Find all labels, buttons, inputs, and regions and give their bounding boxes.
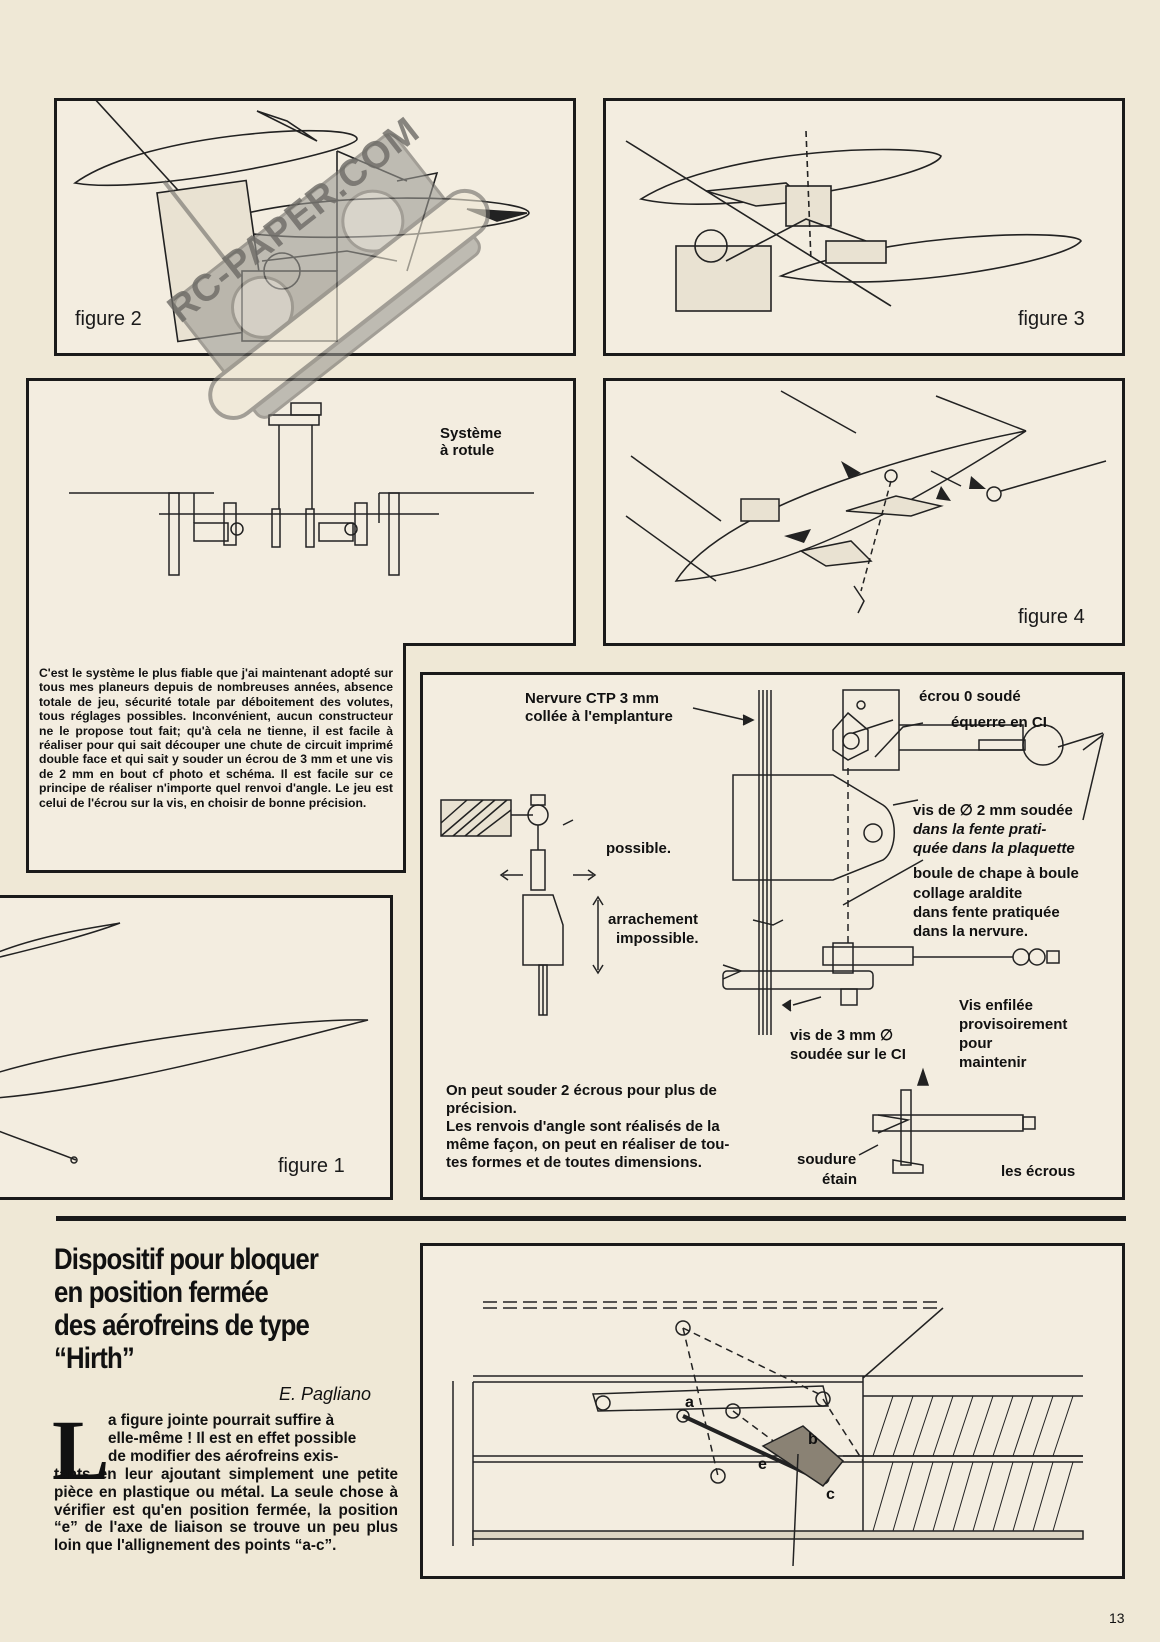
rotule-drawing — [69, 402, 534, 576]
label-vis2-2: dans la fente prati- — [913, 821, 1047, 838]
hirth-point-e: e — [758, 1456, 767, 1473]
rotule-paragraph: C'est le système le plus fiable que j'ai… — [39, 666, 393, 810]
label-collage-1: collage araldite — [913, 885, 1023, 902]
watermark-logo — [162, 133, 490, 420]
rotule-label-line1: Système — [440, 425, 502, 442]
label-enfilee-2: provisoirement — [959, 1016, 1068, 1033]
label-vis3-2: soudée sur le CI — [790, 1046, 906, 1063]
label-soudure-2: étain — [822, 1171, 858, 1188]
rotule-label-line2: à rotule — [440, 442, 495, 459]
detail-drawing — [440, 689, 1105, 1174]
hirth-point-c: c — [826, 1486, 835, 1503]
label-arrachement-2: impossible. — [616, 930, 699, 947]
label-nervure-1: Nervure CTP 3 mm — [525, 690, 659, 707]
article-author: E. Pagliano — [279, 1384, 372, 1404]
page-number: 13 — [1109, 1610, 1125, 1626]
article-dropcap: L — [52, 1402, 110, 1498]
hirth-point-a: a — [685, 1394, 694, 1411]
figure-1-panel: figure 1 — [0, 895, 393, 1200]
label-souder-4: même façon, on peut en réaliser de tou- — [446, 1136, 730, 1153]
figure-3-drawing — [625, 130, 1082, 312]
article-title-line3: des aérofreins de type — [54, 1309, 310, 1342]
label-collage-2: dans fente pratiquée — [913, 904, 1060, 921]
label-nervure-2: collée à l'emplanture — [525, 708, 673, 725]
label-souder-1: On peut souder 2 écrous pour plus de — [446, 1082, 717, 1099]
figure-3-panel: figure 3 — [603, 98, 1125, 356]
label-enfilee-4: maintenir — [959, 1054, 1027, 1071]
figure-4-drawing — [625, 390, 1107, 614]
figure-2-label: figure 2 — [75, 308, 142, 330]
article-title-line2: en position fermée — [54, 1276, 269, 1309]
label-arrachement-1: arrachement — [608, 911, 699, 928]
label-souder-5: tes formes et de toutes dimensions. — [446, 1154, 702, 1171]
article-title-line1: Dispositif pour bloquer — [54, 1243, 319, 1276]
label-soudure-1: soudure — [797, 1151, 857, 1168]
label-souder-3: Les renvois d'angle sont réalisés de la — [446, 1118, 720, 1135]
label-vis2-1: vis de ∅ 2 mm soudée — [913, 802, 1073, 819]
detail-panel: Nervure CTP 3 mm collée à l'emplanture é… — [420, 672, 1125, 1200]
label-collage-3: dans la nervure. — [913, 923, 1029, 940]
article-body-line3: de modifier des aérofreins exis- — [108, 1448, 339, 1465]
rotule-panel: Système à rotule — [26, 378, 576, 646]
label-boule: boule de chape à boule — [913, 865, 1079, 882]
article-body-line2: elle-même ! Il est en effet possible — [108, 1430, 357, 1447]
label-enfilee-1: Vis enfilée — [959, 997, 1033, 1014]
article-body-rest: tants en leur ajoutant simplement une pe… — [54, 1466, 398, 1555]
hirth-figure-panel: a b c e — [420, 1243, 1125, 1579]
article-title-line4: “Hirth” — [54, 1342, 135, 1375]
rotule-step-horizontal — [403, 643, 576, 646]
figure-4-label: figure 4 — [1018, 606, 1085, 628]
section-separator — [56, 1216, 1126, 1221]
hirth-drawing — [452, 1301, 1084, 1567]
figure-3-label: figure 3 — [1018, 308, 1085, 330]
label-vis2-3: quée dans la plaquette — [913, 840, 1075, 857]
label-enfilee-3: pour — [959, 1035, 993, 1052]
label-equerre: équerre en CI — [951, 714, 1047, 731]
article-body-line1: a figure jointe pourrait suffire à — [108, 1412, 335, 1429]
label-souder-2: précision. — [446, 1100, 517, 1117]
figure-4-panel: figure 4 — [603, 378, 1125, 646]
hirth-point-b: b — [808, 1431, 818, 1448]
label-ecrou: écrou 0 soudé — [919, 688, 1021, 705]
figure-1-drawing — [0, 922, 369, 1164]
label-vis3-1: vis de 3 mm ∅ — [790, 1027, 894, 1044]
label-ecrous: les écrous — [1001, 1163, 1076, 1180]
rotule-text-panel: C'est le système le plus fiable que j'ai… — [26, 643, 406, 873]
label-possible: possible. — [606, 840, 672, 857]
figure-1-label: figure 1 — [278, 1155, 345, 1177]
